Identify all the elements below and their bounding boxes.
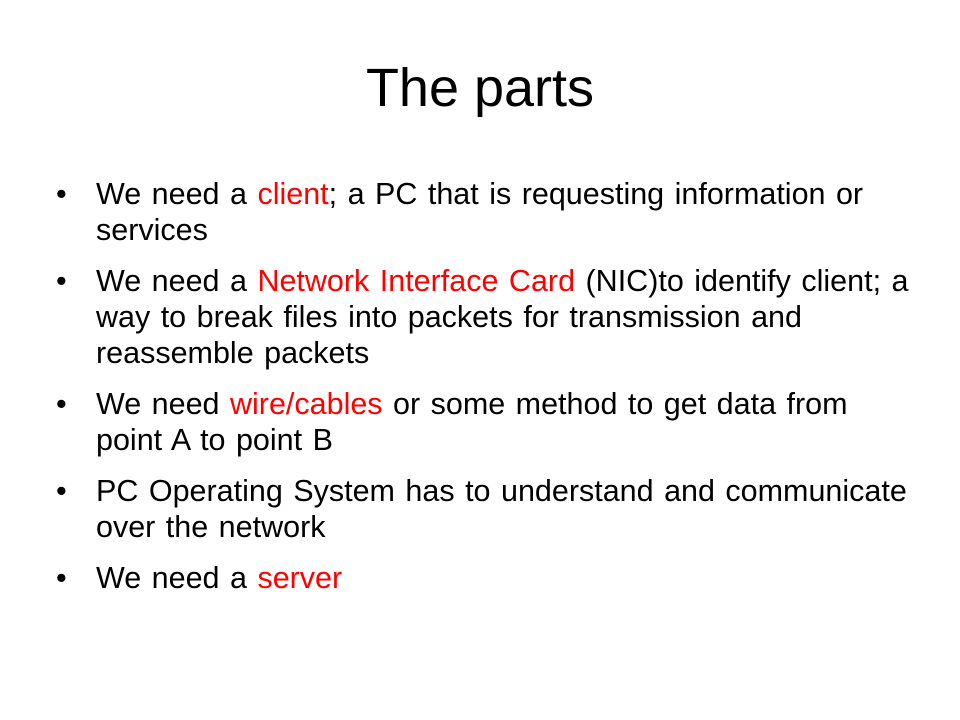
bullet-text: We need a server (96, 561, 342, 595)
bullet-text: PC Operating System has to understand an… (96, 474, 907, 544)
bullet-item: • We need a server (56, 560, 916, 596)
bullet-item: • We need a client; a PC that is request… (56, 176, 916, 248)
bullet-segment: We need a (96, 561, 258, 595)
bullet-segment: PC Operating System has to understand an… (96, 474, 907, 544)
bullet-dot: • (56, 561, 67, 595)
bullet-segment: We need a (96, 264, 258, 298)
bullet-item: • We need a Network Interface Card (NIC)… (56, 263, 916, 371)
bullet-dot: • (56, 264, 67, 298)
bullet-list: • We need a client; a PC that is request… (56, 176, 916, 611)
bullet-text: We need a Network Interface Card (NIC)to… (96, 264, 908, 370)
bullet-dot: • (56, 474, 67, 508)
slide-title: The parts (365, 58, 595, 118)
bullet-dot: • (56, 387, 67, 421)
bullet-segment: We need a (96, 177, 258, 211)
highlighted-term: wire/cables (230, 387, 383, 421)
bullet-dot: • (56, 177, 67, 211)
highlighted-term: server (257, 561, 343, 595)
bullet-item: • We need wire/cables or some method to … (56, 386, 916, 458)
bullet-segment: or some method to get data from point A … (96, 387, 848, 457)
bullet-item: • PC Operating System has to understand … (56, 473, 916, 545)
bullet-segment: We need (96, 387, 230, 421)
highlighted-term: Network Interface Card (257, 264, 576, 298)
highlighted-term: client (257, 177, 329, 211)
bullet-segment: ; a PC that is requesting information or… (96, 177, 864, 247)
bullet-text: We need wire/cables or some method to ge… (96, 387, 848, 457)
bullet-segment: (NIC)to identify client; a way to break … (96, 264, 909, 370)
bullet-text: We need a client; a PC that is requestin… (96, 177, 863, 247)
